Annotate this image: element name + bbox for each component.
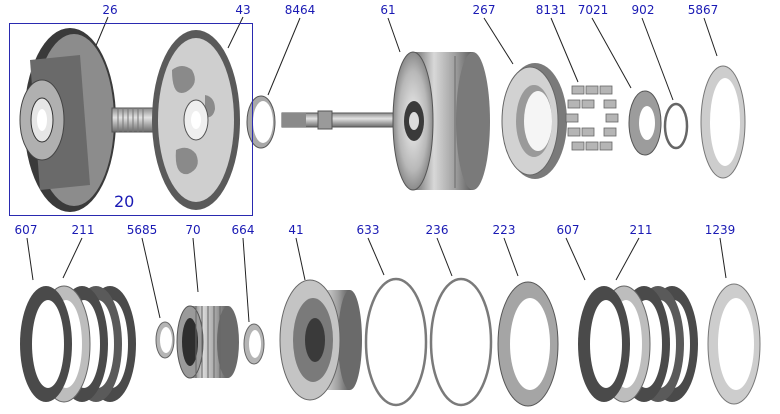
steel-plate-part-1239 [707,283,761,405]
leader-lines [26,16,727,323]
label-part-8464: 8464 [284,3,316,17]
ring-part-236 [429,277,493,407]
label-part-211-left: 211 [71,223,95,237]
label-part-61: 61 [380,3,396,17]
hub-part-70 [176,305,239,379]
ring-part-633 [364,277,428,407]
label-part-43: 43 [235,3,251,17]
pump-cover-part-43 [152,30,240,210]
spring-pack-part-8131 [565,85,619,151]
washer-part-664 [243,323,265,365]
label-part-41: 41 [288,223,304,237]
clutch-pack-part-607-211-right [578,285,698,403]
label-part-8131: 8131 [535,3,567,17]
thrust-washer-part-8464 [246,95,276,149]
piston-part-267 [501,63,567,179]
label-part-5685: 5685 [126,223,158,237]
drum-part-41 [279,279,362,401]
spring-retainer-part-7021 [628,90,662,156]
input-shaft [281,110,403,130]
snap-ring-part-902 [663,102,689,150]
washer-part-5685 [155,321,175,359]
drum-part-61 [392,51,490,191]
clutch-pack-part-607-211-left [20,285,136,403]
label-part-607-right: 607 [556,223,580,237]
label-part-26: 26 [102,3,118,17]
plate-part-223 [497,281,559,407]
label-part-902: 902 [631,3,655,17]
pump-assembly-box [9,23,253,216]
label-part-5867: 5867 [687,3,719,17]
label-part-70: 70 [185,223,201,237]
label-part-236: 236 [425,223,449,237]
label-part-211-right: 211 [629,223,653,237]
label-part-7021: 7021 [577,3,609,17]
label-part-1239: 1239 [704,223,736,237]
label-part-223: 223 [492,223,516,237]
steel-plate-part-5867 [700,65,746,179]
label-part-664: 664 [231,223,255,237]
pump-body-part-26 [19,28,116,212]
label-part-267: 267 [472,3,496,17]
label-part-607-left: 607 [14,223,38,237]
label-part-633: 633 [356,223,380,237]
assembly-label: 20 [114,192,135,211]
